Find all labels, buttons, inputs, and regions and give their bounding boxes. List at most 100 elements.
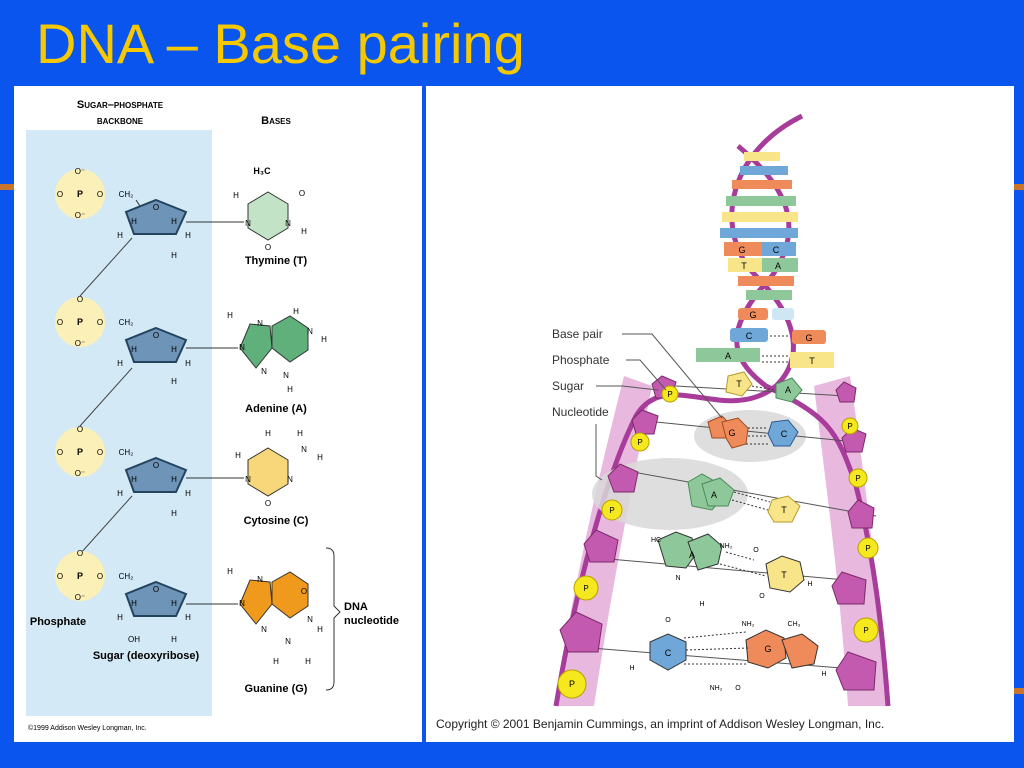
base-letter: A — [725, 351, 731, 361]
atom-label: H — [273, 657, 279, 666]
sugar-link — [597, 557, 847, 581]
backbone-link — [79, 237, 133, 297]
hydrogen-bond — [685, 647, 749, 651]
base-label-thymine: Thymine (T) — [245, 255, 308, 267]
atom-label: O — [57, 318, 63, 327]
chem-label: O — [735, 685, 741, 692]
base-letter: A — [689, 550, 695, 560]
phosphate-letter: P — [569, 679, 575, 689]
right-diagram-panel: G C T A G C G A T T A G C — [426, 86, 1014, 742]
nucleotide-thymine: O⁻ O P O O⁻ CH₂ O H H H H H H₃C H O N H … — [55, 166, 307, 267]
base-ring-adenine-hex — [271, 315, 309, 363]
nucleotide-cytosine: O O P O O⁻ CH₂ O H H H H H H H H N H N N… — [55, 425, 323, 527]
nucleotide-guanine: O O P O O⁻ CH₂ O H H H H OH H Phosphate … — [30, 549, 323, 695]
atom-label: H — [301, 227, 307, 236]
base-letter: A — [785, 385, 791, 395]
chem-label: NH₂ — [710, 685, 723, 692]
leader-nucleotide — [595, 424, 603, 481]
atom-label: O — [97, 572, 103, 581]
label-base-pair: Base pair — [552, 327, 603, 341]
atom-label: N — [285, 637, 291, 646]
chem-label: H — [699, 601, 704, 608]
atom-label: N — [307, 615, 313, 624]
base-g — [738, 308, 768, 320]
atom-label: H — [131, 345, 137, 354]
nucleotide-adenine: O O P O O⁻ CH₂ O H H H H H H N H N H N N… — [55, 295, 327, 415]
base-a — [696, 348, 760, 362]
sugar-link — [675, 385, 847, 397]
atom-label: H — [287, 385, 293, 394]
backbone-link — [79, 495, 133, 555]
base-c-ring — [649, 633, 687, 671]
atom-label: H — [297, 429, 303, 438]
atom-label: H — [171, 635, 177, 644]
atom-label: H — [265, 429, 271, 438]
atom-label: O — [97, 318, 103, 327]
sugar-link — [565, 645, 867, 671]
chem-label: H — [807, 581, 812, 588]
phosphate-letter: P — [863, 626, 868, 635]
accent-bar-left — [0, 184, 14, 190]
left-diagram-panel: Sugar–phosphate backbone Bases O⁻ O P O … — [14, 86, 422, 742]
chem-label: HC — [651, 537, 661, 544]
leader-base-pair — [622, 333, 723, 419]
base-stripe — [740, 166, 788, 175]
atom-label: N — [245, 219, 251, 228]
sugar-pentagon — [124, 580, 188, 617]
atom-label: O — [57, 572, 63, 581]
atom-label: O — [97, 190, 103, 199]
base-letter: T — [781, 505, 787, 515]
backbone-link — [79, 367, 133, 427]
sugar-pentagon — [124, 198, 188, 235]
base-label-adenine: Adenine (A) — [245, 403, 307, 415]
chem-label: O — [759, 593, 765, 600]
phosphate-circle — [601, 499, 623, 521]
backbone-highlight — [26, 130, 212, 716]
atom-label: H — [317, 453, 323, 462]
base-stripe — [746, 290, 792, 300]
hydrogen-bond — [683, 631, 747, 639]
phosphate-letter: P — [637, 438, 642, 447]
atom-label: O — [57, 448, 63, 457]
atom-label: H — [171, 599, 177, 608]
sugar-pentagon — [124, 456, 188, 493]
atom-label: N — [257, 319, 263, 328]
atom-label: H — [131, 599, 137, 608]
atom-label: CH₂ — [119, 190, 134, 199]
base-ring-guanine-pent — [239, 579, 273, 625]
chem-label: O — [753, 547, 759, 554]
sugar-pentagons — [559, 375, 877, 691]
label-nucleotide: Nucleotide — [552, 405, 609, 419]
atom-label: CH₂ — [119, 448, 134, 457]
base-letter: C — [781, 429, 788, 439]
atom-label: N — [283, 371, 289, 380]
atom-label: H — [321, 335, 327, 344]
atom-label: H — [171, 217, 177, 226]
atom-label: H — [117, 231, 123, 240]
base-stripe — [722, 212, 798, 222]
phosphate-letter: P — [865, 544, 870, 553]
sugar-link — [655, 421, 857, 443]
base-stripe-c — [762, 242, 796, 256]
atom-label: H — [185, 489, 191, 498]
atom-label: P — [77, 189, 83, 199]
sugar-pentagon — [607, 463, 639, 493]
atom-label: H — [317, 625, 323, 634]
phosphate-circle — [848, 468, 868, 488]
phosphate-letter: P — [667, 390, 672, 399]
sugar-pentagon — [124, 326, 188, 363]
atom-label: H — [227, 567, 233, 576]
chem-label: O — [665, 617, 671, 624]
atom-label: N — [245, 475, 251, 484]
base-c — [772, 308, 794, 320]
atom-label: OH — [128, 635, 140, 644]
phosphate-circle — [630, 432, 650, 452]
chem-label: H — [821, 671, 826, 678]
sugar-pentagon — [847, 499, 875, 529]
base-ring-guanine-hex — [271, 571, 309, 619]
double-helix-diagram: G C T A G C G A T T A G C — [436, 113, 891, 731]
atom-label: N — [285, 219, 291, 228]
atom-label: O⁻ — [75, 339, 85, 348]
right-copyright: Copyright © 2001 Benjamin Cummings, an i… — [436, 717, 884, 731]
atom-label: N — [301, 445, 307, 454]
